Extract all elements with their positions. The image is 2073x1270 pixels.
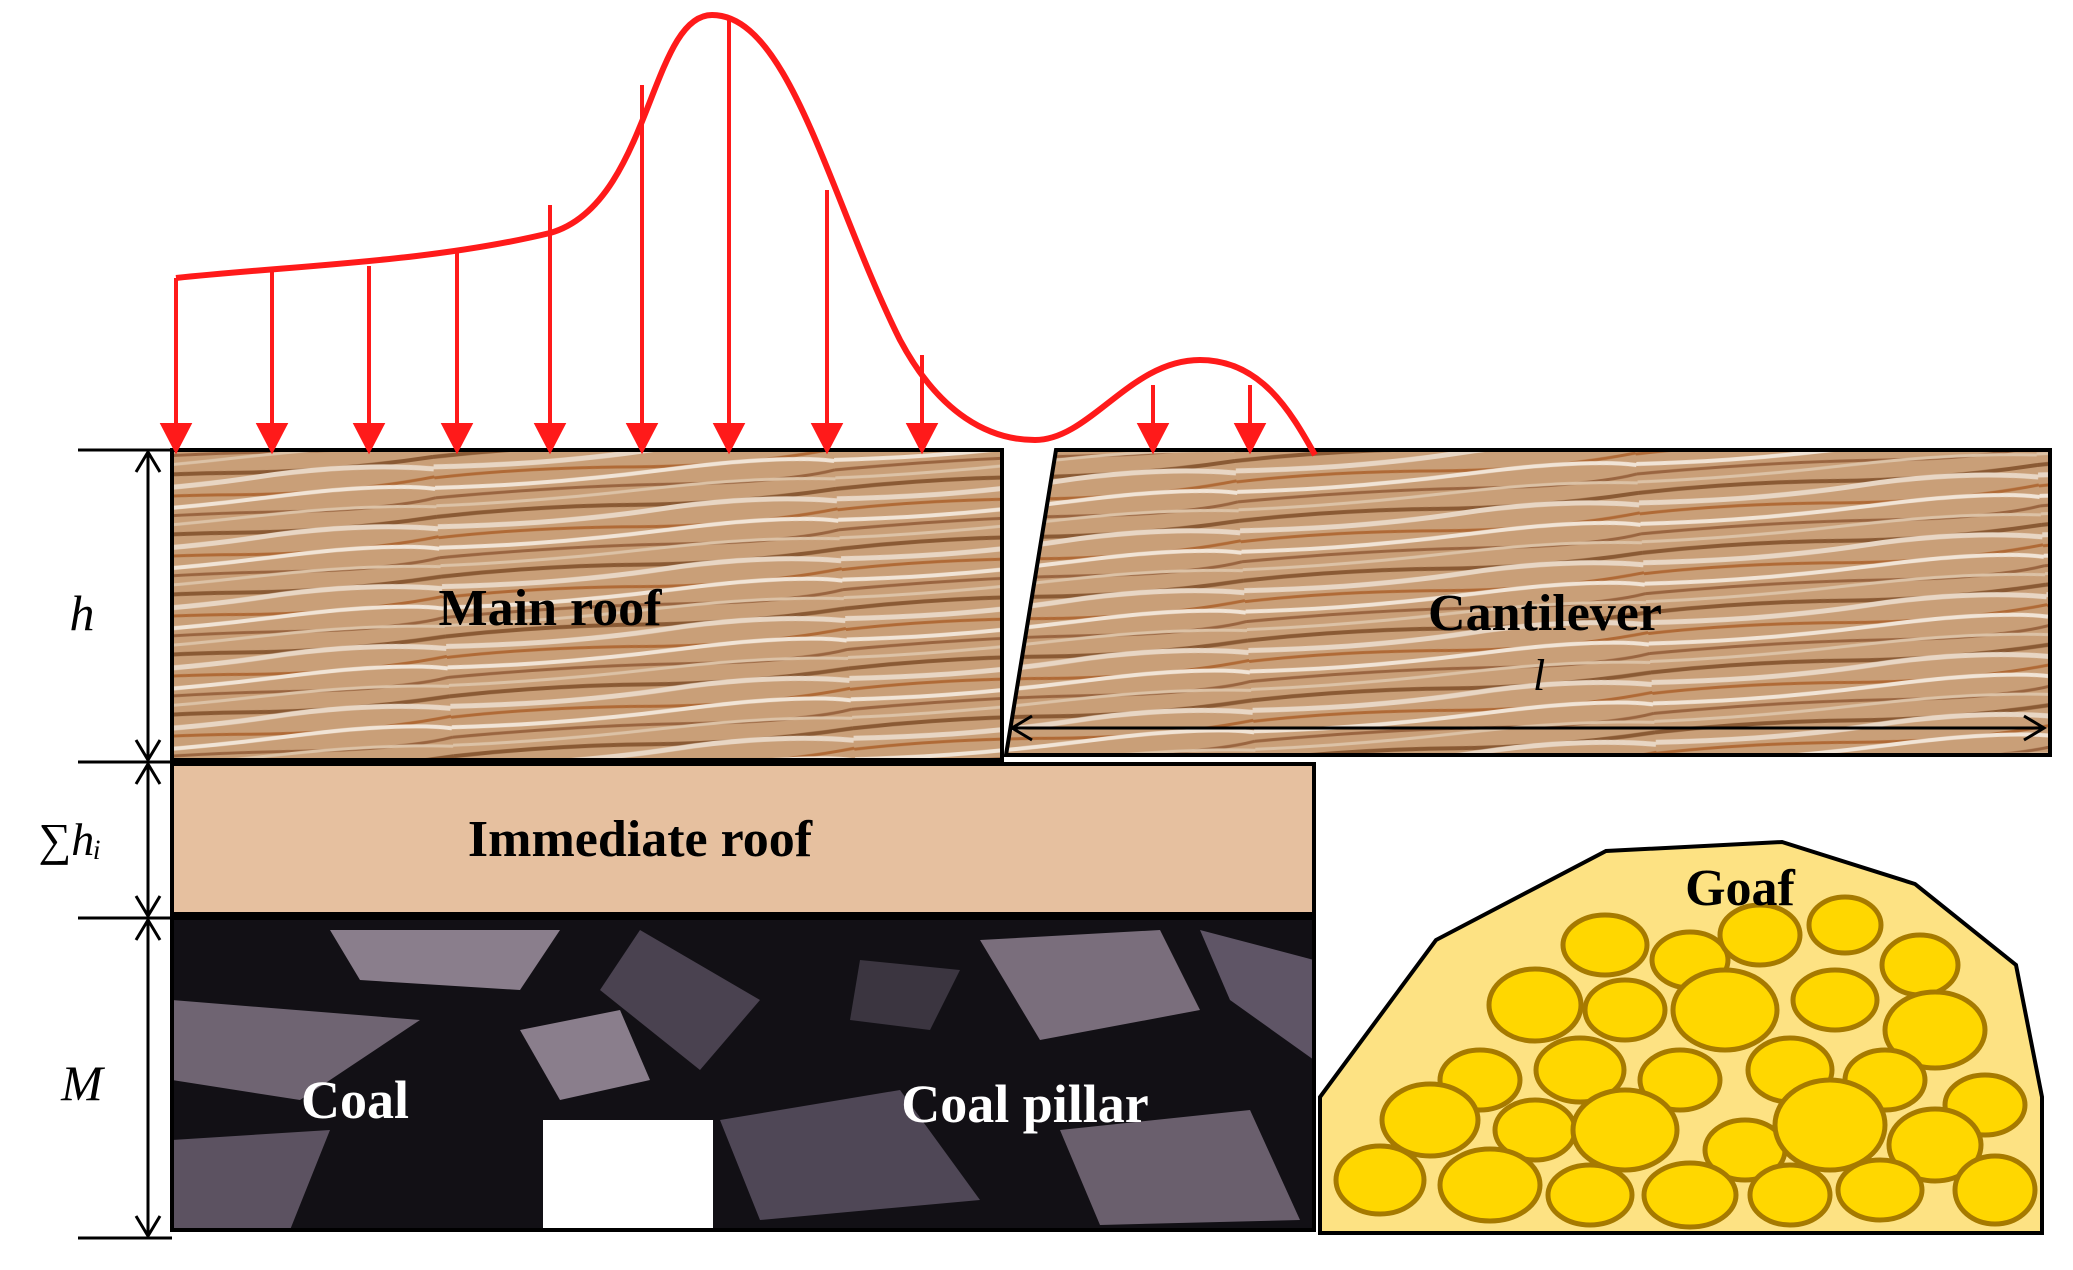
main-roof-block: Main roof <box>170 448 1004 762</box>
immediate-roof-thickness-label: ∑hᵢ <box>38 814 101 865</box>
length-arrow-left-icon <box>1009 714 1033 742</box>
cantilever-label: Cantilever <box>1428 585 1662 642</box>
immediate-roof-label: Immediate roof <box>468 811 813 868</box>
immediate-roof-block: Immediate roof <box>170 762 1316 916</box>
pressure-curve-line <box>175 11 1318 457</box>
cantilever-length-symbol: l <box>1533 651 1545 700</box>
main-roof-thickness-label: h <box>70 585 95 641</box>
cantilever-block: Cantilever l <box>1003 448 2052 757</box>
thickness-dimensions <box>78 448 172 1240</box>
length-arrow-right-icon <box>2023 714 2047 742</box>
abutment-pressure-curve <box>159 11 1318 457</box>
goaf-area: Goaf <box>1318 839 2044 1235</box>
main-roof-label: Main roof <box>439 580 663 637</box>
goaf-label: Goaf <box>1685 860 1795 917</box>
roadway-opening <box>543 1120 713 1230</box>
coal-seam-block: Coal Coal pillar <box>170 916 1316 1232</box>
coal-label: Coal <box>301 1070 409 1130</box>
coal-seam-thickness-label: M <box>60 1055 105 1111</box>
coal-pillar-label: Coal pillar <box>901 1074 1149 1134</box>
